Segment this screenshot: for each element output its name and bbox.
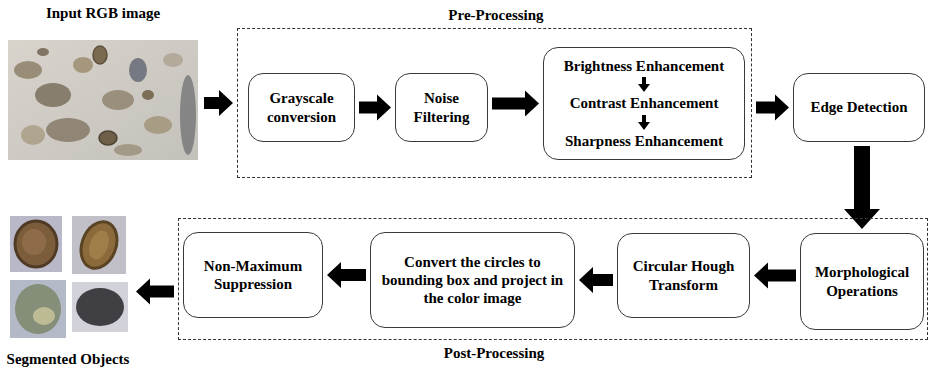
illustration-part bbox=[144, 116, 172, 134]
segmented-crops bbox=[8, 216, 130, 340]
block-arrow bbox=[844, 146, 880, 229]
block-arrow bbox=[204, 90, 233, 116]
process-box: Circular Hough Transform bbox=[617, 233, 750, 318]
illustration-part bbox=[73, 57, 93, 73]
illustration-part bbox=[85, 228, 112, 262]
illustration-part bbox=[35, 83, 71, 107]
illustration-part bbox=[72, 216, 126, 274]
block-arrow bbox=[754, 263, 796, 289]
stage-group: Pre-ProcessingGrayscale conversionNoise … bbox=[237, 28, 752, 178]
illustration-part bbox=[37, 48, 49, 56]
illustration-part bbox=[93, 46, 107, 64]
process-box: Brightness EnhancementContrast Enhanceme… bbox=[543, 47, 745, 160]
box-text: Contrast Enhancement bbox=[570, 94, 719, 112]
illustration-part bbox=[76, 288, 124, 326]
box-text: Grayscale conversion bbox=[259, 89, 344, 126]
step-arrow-head bbox=[638, 115, 650, 130]
illustration-part bbox=[15, 284, 61, 334]
illustration-part bbox=[99, 131, 117, 145]
step-arrow bbox=[637, 77, 651, 92]
illustration-part bbox=[10, 216, 62, 272]
block-arrow bbox=[136, 279, 174, 305]
block-arrow bbox=[492, 91, 539, 117]
process-box: Edge Detection bbox=[793, 73, 925, 142]
microscope-image bbox=[8, 40, 198, 160]
process-box: Non-Maximum Suppression bbox=[183, 232, 323, 318]
step-arrow-head bbox=[638, 77, 650, 92]
stage-group: Post-ProcessingNon-Maximum SuppressionCo… bbox=[178, 218, 928, 340]
box-text: Convert the circles to bounding box and … bbox=[381, 253, 564, 308]
illustration-part bbox=[102, 90, 134, 110]
illustration-part bbox=[15, 221, 57, 267]
illustration-part bbox=[163, 53, 183, 67]
group-label: Input RGB image bbox=[46, 4, 160, 22]
box-text: Non-Maximum Suppression bbox=[194, 257, 312, 294]
illustration-part bbox=[180, 75, 196, 155]
process-box: Grayscale conversion bbox=[248, 73, 355, 142]
group-label: Segmented Objects bbox=[7, 350, 130, 368]
illustration-part bbox=[114, 144, 142, 156]
illustration-part bbox=[22, 229, 46, 255]
image-node: Input RGB image bbox=[6, 4, 200, 162]
block-arrow bbox=[359, 95, 391, 121]
illustration-part bbox=[142, 90, 154, 100]
block-arrow bbox=[327, 262, 366, 288]
step-arrow bbox=[637, 115, 651, 130]
illustration-part bbox=[10, 280, 66, 338]
process-box: Morphological Operations bbox=[800, 233, 924, 330]
box-text: Circular Hough Transform bbox=[628, 257, 739, 294]
output-node: Segmented Objects bbox=[4, 215, 132, 368]
group-label: Post-Processing bbox=[444, 344, 545, 362]
box-text: Brightness Enhancement bbox=[564, 57, 724, 75]
illustration-part bbox=[8, 40, 198, 160]
block-arrow bbox=[756, 95, 789, 121]
group-label: Pre-Processing bbox=[448, 6, 543, 24]
box-text: Edge Detection bbox=[810, 98, 907, 116]
process-box: Noise Filtering bbox=[395, 73, 488, 142]
box-text: Noise Filtering bbox=[406, 89, 477, 126]
process-box: Convert the circles to bounding box and … bbox=[370, 232, 575, 328]
illustration-part bbox=[75, 217, 123, 274]
block-arrow bbox=[579, 267, 613, 293]
illustration-part bbox=[46, 118, 90, 142]
illustration-part bbox=[129, 58, 147, 82]
box-text: Morphological Operations bbox=[811, 263, 913, 300]
box-text: Sharpness Enhancement bbox=[565, 132, 723, 150]
illustration-part bbox=[14, 61, 42, 79]
illustration-part bbox=[33, 307, 55, 325]
illustration-part bbox=[72, 282, 128, 332]
illustration-part bbox=[21, 125, 45, 145]
